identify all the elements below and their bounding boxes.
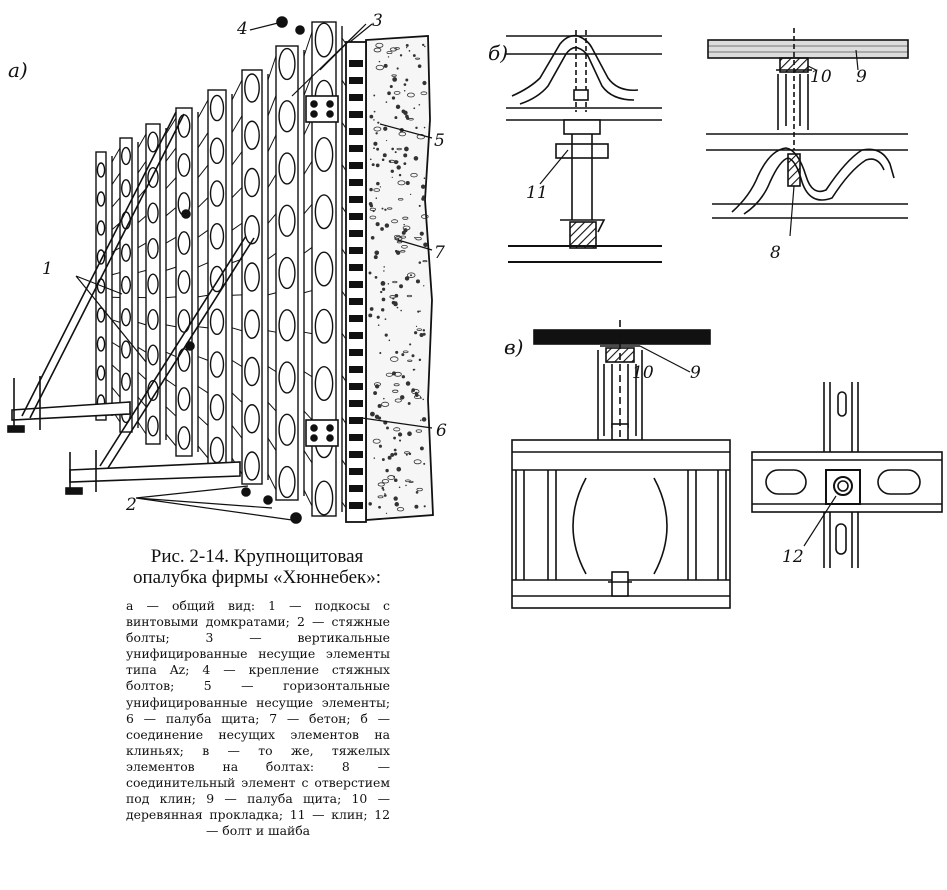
- caption-title: Рис. 2-14. Крупнощитовая опалубка фирмы …: [132, 546, 382, 588]
- callout-6: 6: [436, 421, 447, 441]
- panel-a-label: a): [8, 58, 28, 82]
- caption-legend: а — общий вид: 1 — подкосы с винтовыми д…: [126, 598, 390, 839]
- callout-7: 7: [434, 243, 445, 263]
- panel-a-general-view: [7, 16, 434, 524]
- callout-2: 2: [125, 495, 137, 515]
- panel-b-connector-detail: [706, 28, 909, 237]
- concrete-wall: [365, 35, 434, 521]
- panel-b-wedge-joint: [506, 30, 662, 263]
- callout-11: 11: [526, 183, 548, 203]
- callout-12: 12: [782, 547, 804, 567]
- callout-5: 5: [434, 131, 445, 151]
- panel-b-label: б): [488, 41, 508, 65]
- figure-caption: Рис. 2-14. Крупнощитовая опалубка фирмы …: [112, 546, 402, 839]
- callout-4: 4: [236, 19, 248, 39]
- panel-deck: [345, 41, 367, 523]
- panel-v-label: в): [504, 335, 523, 359]
- callout-9-bottom: 9: [690, 363, 701, 383]
- panel-v-bolted-joint: [511, 320, 731, 609]
- panel-v-cross-connection: [751, 382, 943, 568]
- callout-1: 1: [42, 259, 53, 279]
- callout-3: 3: [372, 11, 383, 31]
- callout-9-top: 9: [856, 67, 867, 87]
- callout-10-top: 10: [810, 67, 832, 87]
- callout-10-bottom: 10: [632, 363, 654, 383]
- callout-8: 8: [770, 243, 781, 263]
